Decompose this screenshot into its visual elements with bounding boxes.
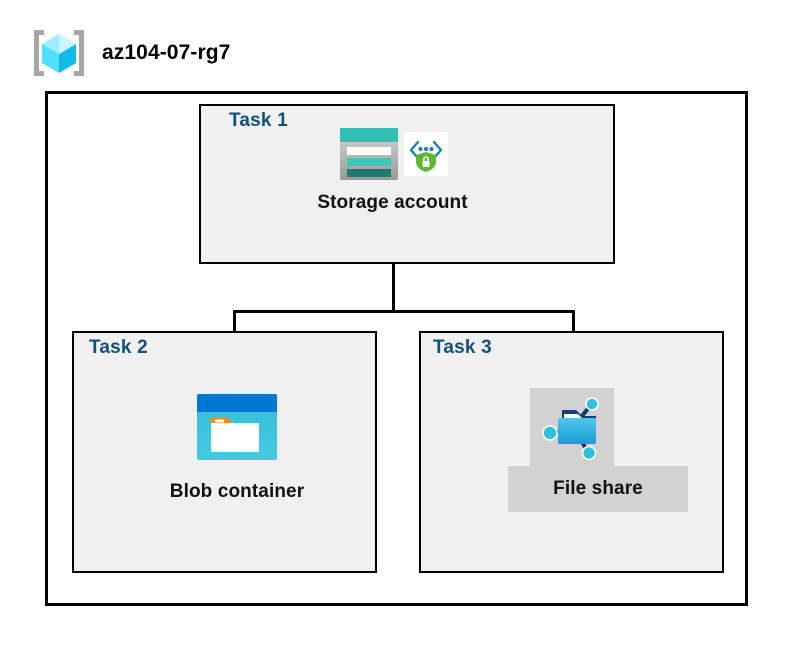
file-share-icon bbox=[538, 392, 608, 462]
storage-account-icon bbox=[338, 126, 400, 187]
blob-container-icon bbox=[195, 392, 279, 467]
storage-account-icon-row bbox=[338, 124, 448, 188]
resource-group-icon bbox=[30, 26, 88, 80]
connector-storage-trunk bbox=[392, 264, 395, 312]
resource-group-title: az104-07-rg7 bbox=[102, 41, 231, 64]
file-share-label-highlight-plate: File share bbox=[508, 466, 688, 512]
task-1-box bbox=[199, 104, 615, 264]
node-storage-account: Storage account bbox=[295, 124, 490, 214]
node-blob-container: Blob container bbox=[152, 392, 322, 503]
blob-container-caption: Blob container bbox=[169, 481, 305, 502]
task-3-label: Task 3 bbox=[433, 337, 492, 358]
file-share-caption: File share bbox=[553, 478, 643, 499]
connector-horizontal-bus bbox=[233, 310, 575, 313]
resource-group-header: az104-07-rg7 bbox=[30, 26, 230, 80]
task-1-label: Task 1 bbox=[229, 110, 288, 131]
secure-connection-shield-icon bbox=[403, 131, 448, 181]
task-2-label: Task 2 bbox=[89, 337, 148, 358]
storage-account-caption: Storage account bbox=[317, 192, 468, 213]
